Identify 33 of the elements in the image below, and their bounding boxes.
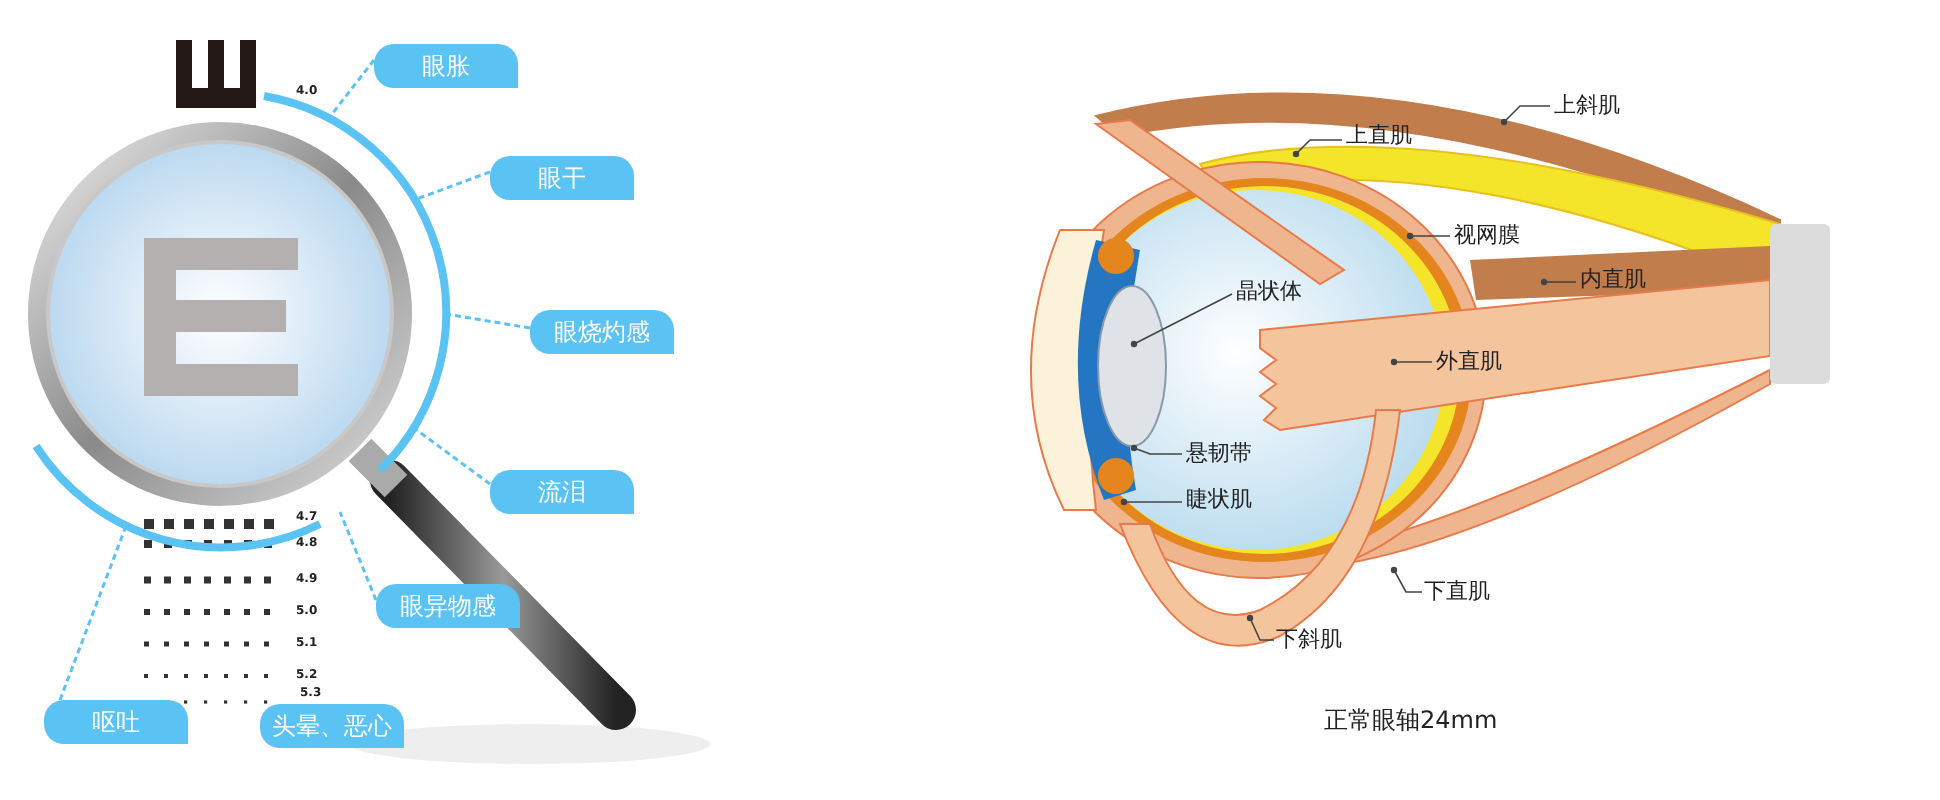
leader-line (413, 426, 491, 486)
leader-line (58, 525, 128, 701)
part-label: 下斜肌 (1276, 626, 1342, 654)
part-label: 视网膜 (1454, 222, 1520, 250)
part-label: 内直肌 (1580, 266, 1646, 294)
leader-line (1246, 614, 1275, 641)
symptom-tag: 眼烧灼感 (530, 310, 674, 354)
part-label: 睫状肌 (1186, 486, 1252, 514)
part-label: 晶状体 (1236, 278, 1302, 306)
leader-line (330, 59, 376, 115)
symptom-tag: 眼胀 (374, 44, 518, 88)
part-label: 悬韧带 (1186, 440, 1252, 468)
leader-line (1390, 566, 1423, 593)
symptom-tag: 呕吐 (44, 700, 188, 744)
part-label: 上斜肌 (1554, 92, 1620, 120)
leader-line (338, 511, 378, 601)
leader-line (1120, 498, 1183, 506)
leader-line (1292, 139, 1343, 158)
leader-line (1540, 278, 1577, 286)
symptom-tag: 眼干 (490, 156, 634, 200)
leader-line (445, 312, 531, 330)
leader-line (1406, 232, 1451, 240)
leader-line (1130, 444, 1183, 455)
symptom-tag: 眼异物感 (376, 584, 520, 628)
caption: 正常眼轴24mm (1324, 704, 1498, 738)
leader-line (413, 170, 491, 202)
leader-line (1500, 105, 1551, 126)
part-label: 外直肌 (1436, 348, 1502, 376)
leader-line (1390, 358, 1433, 366)
symptom-tag: 头晕、恶心 (260, 704, 404, 748)
symptom-tag: 流泪 (490, 470, 634, 514)
leader-line (1130, 293, 1233, 348)
part-label: 下直肌 (1424, 578, 1490, 606)
